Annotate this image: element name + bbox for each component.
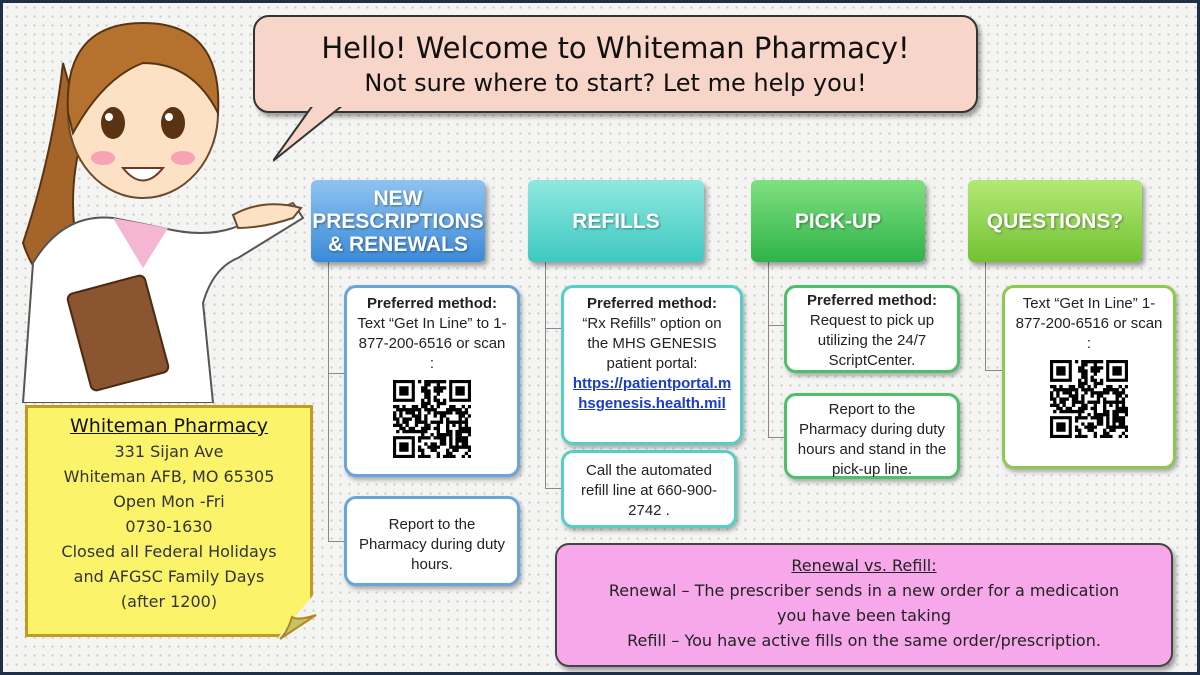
new-rx-text: Text “Get In Line” to 1-877-200-6516 or … xyxy=(357,315,507,372)
qr-code[interactable] xyxy=(1050,360,1128,438)
preferred-label: Preferred method: xyxy=(806,292,938,309)
pickup-walkin-text: Report to the Pharmacy during duty hours… xyxy=(797,401,947,478)
renewal-definition: Renewal – The prescriber sends in a new … xyxy=(608,581,1120,600)
address-line: 331 Sijan Ave xyxy=(114,442,224,461)
refills-text: “Rx Refills” option on the MHS GENESIS p… xyxy=(582,315,722,372)
pick-up-header: PICK-UP xyxy=(751,180,925,262)
hours-line: Open Mon -Fri xyxy=(113,492,225,511)
hours-line: 0730-1630 xyxy=(125,517,213,536)
renewal-vs-refill-box: Renewal vs. Refill: Renewal – The prescr… xyxy=(555,543,1173,667)
questions-header: QUESTIONS? xyxy=(968,180,1142,262)
new-rx-walkin-box: Report to the Pharmacy during duty hours… xyxy=(344,496,520,586)
welcome-heading: Hello! Welcome to Whiteman Pharmacy! xyxy=(321,31,910,65)
new-prescriptions-header: NEW PRESCRIPTIONS & RENEWALS xyxy=(311,180,485,262)
pickup-text: Request to pick up utilizing the 24/7 Sc… xyxy=(809,312,935,369)
refills-phone-box: Call the automated refill line at 660-90… xyxy=(561,450,737,528)
refills-header: REFILLS xyxy=(528,180,704,262)
new-rx-preferred-box: Preferred method: Text “Get In Line” to … xyxy=(344,285,520,477)
renewal-definition-cont: you have been taking xyxy=(777,606,951,625)
patient-portal-link[interactable]: https://patientportal.mhsgenesis.health.… xyxy=(572,375,732,412)
closed-line: Closed all Federal Holidays xyxy=(61,542,277,561)
infographic: Hello! Welcome to Whiteman Pharmacy! Not… xyxy=(3,3,1197,672)
preferred-label: Preferred method: xyxy=(366,295,498,312)
closed-line: and AFGSC Family Days xyxy=(73,567,265,586)
refill-definition: Refill – You have active fills on the sa… xyxy=(627,631,1101,650)
welcome-speech-bubble: Hello! Welcome to Whiteman Pharmacy! Not… xyxy=(253,15,978,113)
address-line: Whiteman AFB, MO 65305 xyxy=(63,467,275,486)
pharmacy-info-note: Whiteman Pharmacy 331 Sijan Ave Whiteman… xyxy=(25,405,313,637)
new-rx-walkin-text: Report to the Pharmacy during duty hours… xyxy=(359,516,505,573)
pharmacist-character xyxy=(21,21,305,403)
definitions-title: Renewal vs. Refill: xyxy=(791,556,937,575)
pharmacy-name: Whiteman Pharmacy xyxy=(70,415,268,437)
welcome-subheading: Not sure where to start? Let me help you… xyxy=(364,69,867,97)
preferred-label: Preferred method: xyxy=(586,295,718,312)
note-page-curl xyxy=(279,614,317,640)
qr-code[interactable] xyxy=(393,380,471,458)
refills-preferred-box: Preferred method: “Rx Refills” option on… xyxy=(561,285,743,445)
questions-text: Text “Get In Line” 1-877-200-6516 or sca… xyxy=(1015,295,1163,352)
speech-bubble-tail xyxy=(273,103,353,162)
pickup-walkin-box: Report to the Pharmacy during duty hours… xyxy=(784,393,960,479)
closed-line: (after 1200) xyxy=(120,592,218,611)
pickup-preferred-box: Preferred method: Request to pick up uti… xyxy=(784,285,960,373)
questions-box: Text “Get In Line” 1-877-200-6516 or sca… xyxy=(1002,285,1176,469)
refills-phone-text: Call the automated refill line at 660-90… xyxy=(581,462,717,519)
